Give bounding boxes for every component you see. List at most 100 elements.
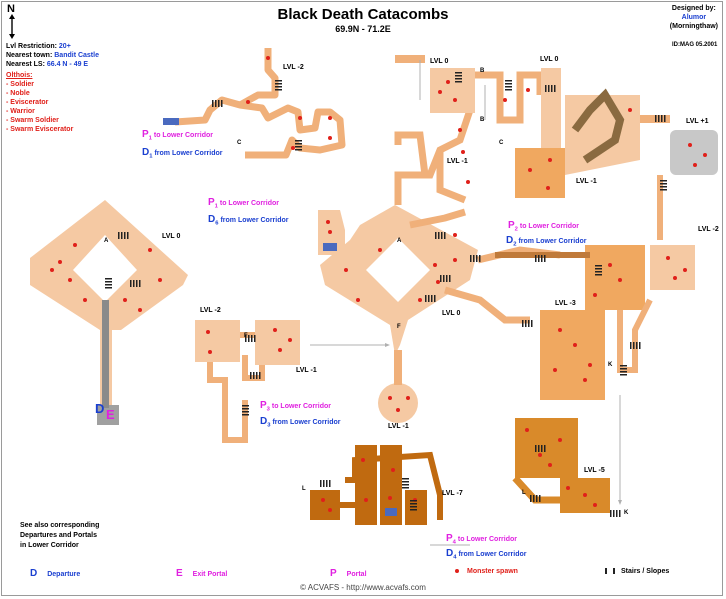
stairs-mark [133, 280, 135, 287]
monster-item: - Noble [6, 90, 30, 97]
stairs-mark [441, 232, 443, 239]
monster-spawn-dot [50, 268, 54, 272]
monster-spawn-dot [138, 308, 142, 312]
stairs-mark [402, 481, 409, 483]
monster-spawn-dot [528, 168, 532, 172]
stairs-mark [121, 232, 123, 239]
stairs-mark [530, 495, 532, 502]
monster-spawn-dot [158, 278, 162, 282]
stairs-mark [410, 509, 417, 511]
monster-spawn-dot [618, 278, 622, 282]
legend-stairs: Stairs / Slopes [605, 568, 669, 575]
level-label: LVL 0 [430, 58, 449, 65]
info-block: Lvl Restriction: 20+ Nearest town: Bandi… [6, 42, 99, 134]
stairs-mark [536, 495, 538, 502]
portal-label: P4 to Lower Corridor [446, 533, 517, 546]
stairs-mark [660, 180, 667, 182]
stairs-mark [105, 284, 112, 286]
monster-spawn-dot [418, 298, 422, 302]
monster-spawn-dot [583, 493, 587, 497]
stairs-mark [105, 281, 112, 283]
monster-spawn-dot [328, 136, 332, 140]
nearest-ls-value: 66.4 N - 49 E [46, 61, 89, 68]
map-id: ID:MAG 05.2001 [672, 42, 718, 48]
level-label: LVL -2 [200, 307, 221, 314]
monster-spawn-dot [273, 328, 277, 332]
stairs-mark [639, 342, 641, 349]
designer-team: (Morningthaw) [669, 23, 718, 30]
marker-a: A [104, 238, 109, 244]
stairs-mark [616, 510, 618, 517]
monster-spawn-dot [593, 293, 597, 297]
stairs-mark [295, 146, 302, 148]
stairs-mark [455, 78, 462, 80]
stairs-mark [533, 495, 535, 502]
monster-spawn-dot [291, 146, 295, 150]
stairs-mark [505, 89, 512, 91]
monster-spawn-dot [558, 438, 562, 442]
monster-spawn-dot [693, 163, 697, 167]
portal-label: P2 to Lower Corridor [508, 220, 579, 233]
footer-credit: © ACVAFS - http://www.acvafs.com [300, 583, 426, 592]
stairs-mark [139, 280, 141, 287]
stairs-mark [275, 89, 282, 91]
stairs-mark [242, 405, 249, 407]
stairs-mark [620, 368, 627, 370]
departure-label: D2 from Lower Corridor [506, 235, 587, 248]
left-level0-area [30, 200, 188, 425]
stairs-mark [505, 86, 512, 88]
portal-swatch [163, 118, 179, 125]
monster-spawn-dot [458, 128, 462, 132]
level-label: LVL +1 [686, 118, 709, 125]
stairs-mark [505, 80, 512, 82]
stairs-mark [541, 445, 543, 452]
stairs-mark [531, 320, 533, 327]
stairs-mark [254, 335, 256, 342]
level-label: LVL -2 [698, 226, 719, 233]
stairs-mark [545, 85, 547, 92]
marker-b: B [480, 68, 485, 74]
center-level0-area [318, 205, 561, 423]
monster-spawn-dot [548, 463, 552, 467]
stairs-mark [402, 487, 409, 489]
monster-spawn-dot [503, 98, 507, 102]
designed-by-label: Designed by: [671, 5, 716, 12]
monster-spawn-dot [298, 116, 302, 120]
stairs-mark [410, 500, 417, 502]
marker-c: C [499, 140, 504, 146]
stairs-mark [535, 255, 537, 262]
stairs-mark [449, 275, 451, 282]
monster-spawn-dot [433, 263, 437, 267]
map-coordinates: 69.9N - 71.2E [335, 24, 391, 34]
monster-spawn-dot [344, 268, 348, 272]
stairs-mark [105, 287, 112, 289]
stairs-mark [476, 255, 478, 262]
level-label: LVL 0 [162, 233, 181, 240]
monster-spawn-dot [628, 108, 632, 112]
stairs-mark [425, 295, 427, 302]
monster-item: - Swarm Eviscerator [6, 126, 74, 133]
stairs-mark [633, 342, 635, 349]
stairs-mark [440, 275, 442, 282]
stairs-mark [664, 115, 666, 122]
nearest-town-label: Nearest town: [6, 52, 53, 59]
monster-spawn-dot [446, 80, 450, 84]
level-label: LVL -1 [576, 178, 597, 185]
stairs-mark [259, 372, 261, 379]
monster-spawn-dot [608, 263, 612, 267]
right-mid-levels [495, 175, 695, 400]
monster-spawn-dot [436, 280, 440, 284]
monster-spawn-dot [396, 408, 400, 412]
lvl-restriction-label: Lvl Restriction: [6, 43, 57, 50]
stairs-mark [402, 478, 409, 480]
stairs-mark [538, 445, 540, 452]
stairs-mark [636, 342, 638, 349]
stairs-mark [473, 255, 475, 262]
monster-spawn-dot [206, 330, 210, 334]
stairs-mark [410, 503, 417, 505]
top-right-level-area [515, 68, 718, 198]
stairs-mark [410, 506, 417, 508]
monster-spawn-dot [388, 496, 392, 500]
monster-spawn-dot [388, 396, 392, 400]
